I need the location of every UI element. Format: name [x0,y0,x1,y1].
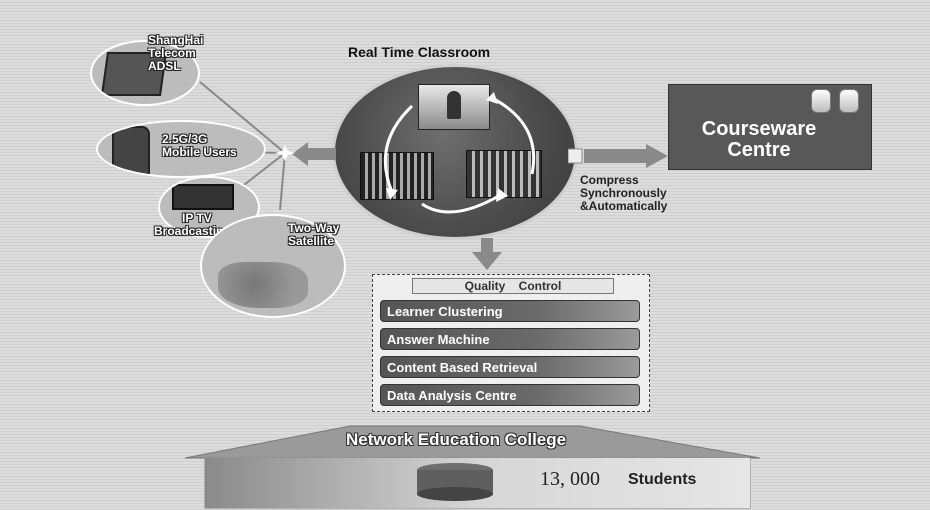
qc-data-analysis: Data Analysis Centre [380,384,640,406]
down-arrow [472,238,502,270]
diagram-title: Real Time Classroom [348,44,491,60]
qc-content-retrieval: Content Based Retrieval [380,356,640,378]
classroom-photo-right [466,150,542,198]
satellite-circle [200,214,346,318]
right-arrow [568,144,668,168]
database-icon [811,89,831,113]
courseware-title-2: Centre [727,139,791,161]
adsl-circle [90,40,200,106]
database-icon [839,89,859,113]
quality-control-header: Quality Control [412,278,614,294]
mobile-circle [96,120,266,178]
cycle-arrows [383,92,536,214]
students-number: 13, 000 [540,468,600,490]
students-label: Students [628,471,697,488]
iptv-circle [158,176,260,238]
college-base [184,425,761,509]
qc-learner-clustering: Learner Clustering [380,300,640,322]
courseware-title-1: Courseware [701,118,817,140]
lecturer-photo [418,84,490,130]
classroom-photo-left [360,152,434,200]
college-name: Network Education College [346,430,567,449]
courseware-panel: Courseware Centre [668,84,872,170]
left-arrow [292,142,336,166]
qc-answer-machine: Answer Machine [380,328,640,350]
